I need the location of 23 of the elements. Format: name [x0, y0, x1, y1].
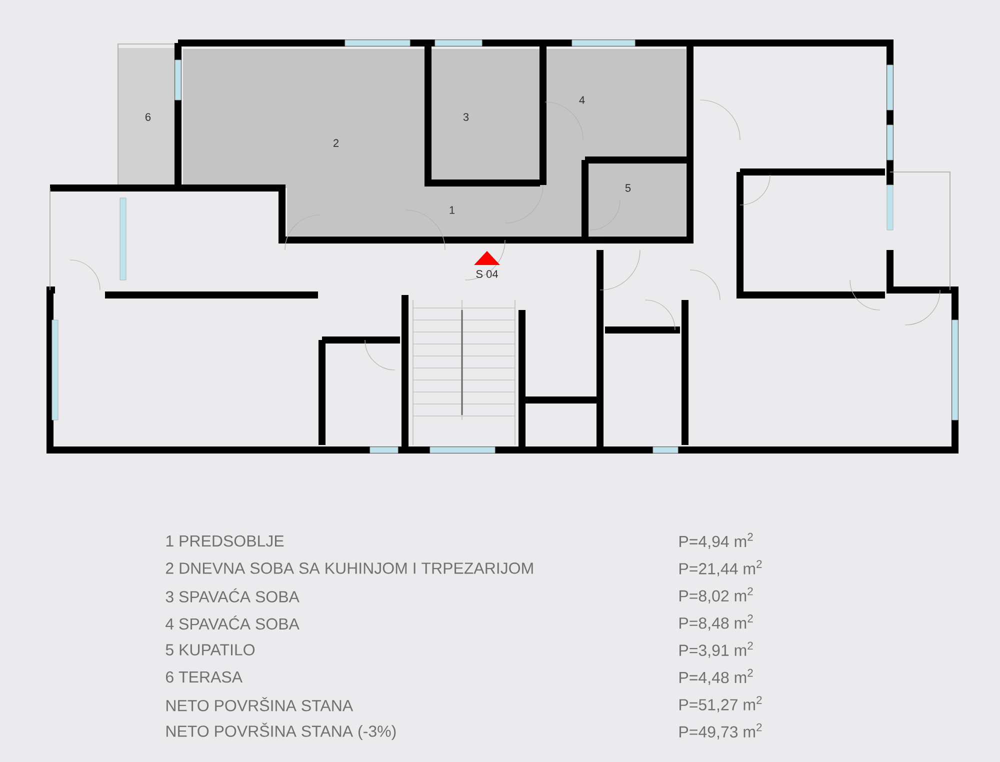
apartment-code: S 04: [476, 270, 498, 278]
area-value: P=8,48 m$^{2}$: [680, 614, 753, 631]
area-value: P=3,91 m$^{2}$: [680, 642, 753, 658]
area-value: P=49,73 m$^{2}$: [680, 723, 762, 740]
area-value: P=4,94 m$^{2}$: [680, 532, 753, 550]
room-name: 2 DNEVNA SOBA SA KUHINJOM I TRPEZARIJOM: [166, 562, 533, 574]
room-number: 3: [463, 113, 469, 121]
room-name: 3 SPAVAĆA SOBA: [166, 588, 300, 602]
area-value: P=21,44 m$^{2}$: [680, 560, 762, 576]
room-name: NETO POVRŠINA STANA: [166, 697, 354, 712]
area-value: P=4,48 m$^{2}$: [680, 668, 753, 686]
room-name: 5 KUPATILO: [166, 644, 255, 656]
room-name: 6 TERASA: [166, 671, 243, 683]
area-value: P=51,27 m$^{2}$: [680, 696, 762, 712]
area-value: P=8,02 m$^{2}$: [680, 587, 753, 604]
room-number: 5: [625, 184, 631, 192]
room-name: NETO POVRŠINA STANA (-3%): [166, 722, 396, 740]
room-name: 1 PREDSOBLJE: [166, 535, 284, 547]
room-number: 1: [450, 206, 455, 214]
room-number: 6: [146, 113, 151, 121]
room-number: 4: [579, 96, 585, 104]
room-number: 2: [334, 139, 339, 147]
room-name: 4 SPAVAĆA SOBA: [166, 616, 300, 630]
